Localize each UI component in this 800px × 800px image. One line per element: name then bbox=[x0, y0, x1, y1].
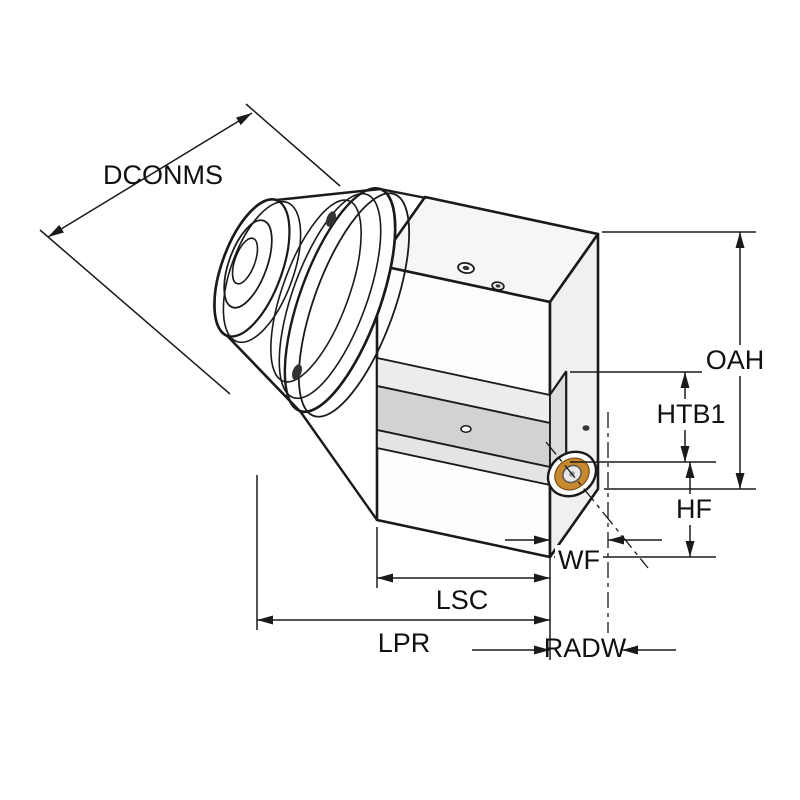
collar-groove-1 bbox=[270, 199, 362, 383]
dimensions: DCONMS OAH HTB1 HF bbox=[39, 103, 771, 664]
radw-label-mask bbox=[551, 633, 619, 664]
body-lower-left-edge bbox=[299, 410, 378, 521]
dconms-dimension-line bbox=[47, 112, 253, 238]
coolant-hole bbox=[582, 425, 590, 431]
dim-hf: HF bbox=[554, 462, 717, 558]
htb1-label-mask bbox=[650, 399, 732, 430]
taper-groove bbox=[222, 200, 302, 344]
collar-groove-2 bbox=[278, 192, 382, 400]
coupling-top-edge bbox=[379, 187, 427, 200]
dim-lsc: LSC bbox=[376, 527, 550, 615]
hf-label-mask bbox=[671, 494, 717, 525]
top-face-holes bbox=[457, 261, 505, 291]
dim-wf: WF bbox=[505, 528, 662, 660]
dim-label-hf: HF bbox=[676, 494, 712, 524]
drive-slot-bottom bbox=[291, 364, 303, 380]
dim-label-dconms: DCONMS bbox=[103, 160, 223, 190]
taper-end-rim bbox=[213, 198, 291, 338]
dim-label-wf: WF bbox=[558, 545, 600, 575]
seat-plate-hole bbox=[460, 425, 472, 433]
top-hole-large-bore bbox=[462, 265, 470, 271]
dim-label-radw: RADW bbox=[544, 633, 627, 663]
drive-slot-top bbox=[325, 211, 337, 227]
dconms-extension-top bbox=[245, 103, 341, 187]
dim-label-lsc: LSC bbox=[436, 585, 489, 615]
wf-label-mask bbox=[555, 545, 603, 576]
dconms-extension-bottom bbox=[39, 229, 231, 395]
taper-bore-inner bbox=[231, 237, 259, 285]
top-hole-small-bore bbox=[495, 284, 501, 288]
flange-back-rim bbox=[297, 192, 411, 418]
dim-radw: RADW bbox=[472, 633, 676, 664]
taper-bore-outer bbox=[223, 219, 273, 309]
dim-dconms: DCONMS bbox=[39, 103, 341, 395]
centerline-screw-axis bbox=[545, 441, 649, 569]
dim-label-oah: OAH bbox=[706, 345, 765, 375]
holder-body bbox=[299, 195, 600, 559]
dim-label-htb1: HTB1 bbox=[656, 399, 725, 429]
dim-label-lpr: LPR bbox=[378, 628, 431, 658]
dim-oah: OAH bbox=[602, 231, 771, 490]
dim-htb1: HTB1 bbox=[570, 371, 732, 463]
oah-label-mask bbox=[699, 345, 771, 376]
dim-lpr: LPR bbox=[256, 475, 550, 658]
